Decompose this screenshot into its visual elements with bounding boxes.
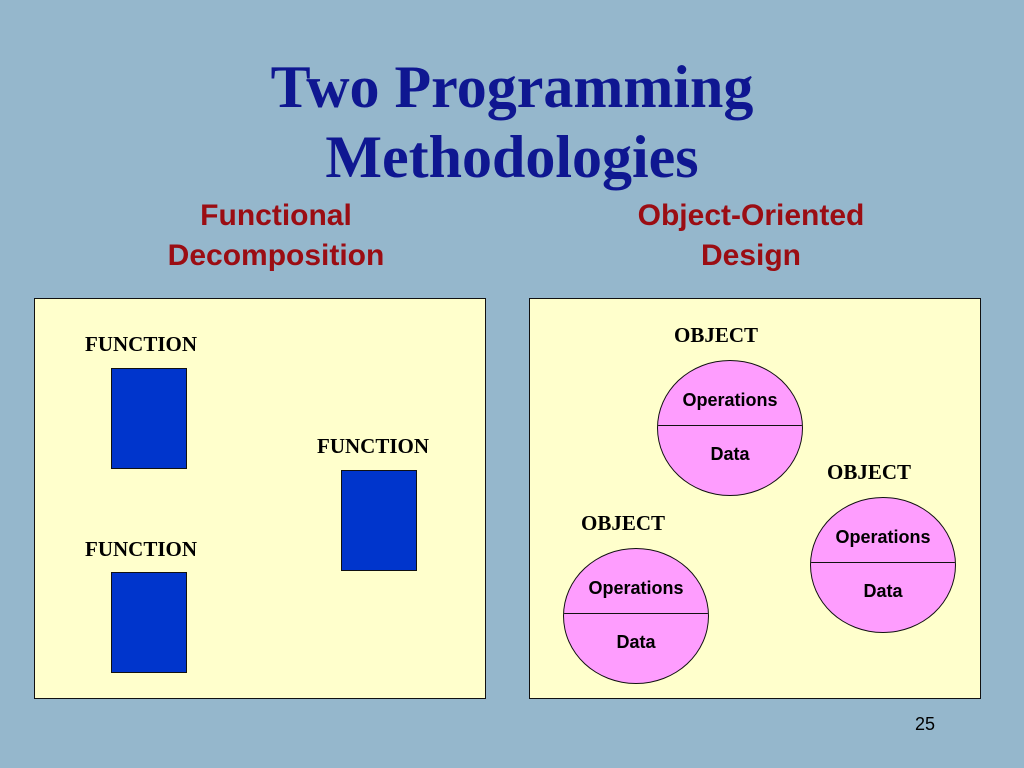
- operations-label: Operations: [588, 578, 684, 598]
- function-box: [111, 572, 187, 673]
- function-label: FUNCTION: [85, 332, 198, 356]
- slide-title: Two Programming Methodologies: [0, 52, 1024, 192]
- object-circle: Operations Data: [810, 497, 956, 633]
- object-divider: [811, 562, 955, 563]
- object-label: OBJECT: [581, 511, 666, 535]
- functional-decomposition-heading: Functional Decomposition: [126, 196, 426, 276]
- object-divider: [658, 425, 802, 426]
- data-label: Data: [863, 581, 903, 601]
- object-divider: [564, 613, 708, 614]
- functional-decomposition-heading-line-2: Decomposition: [167, 239, 385, 272]
- object-oriented-design-panel: OBJECT Operations Data OBJECT Operations…: [529, 298, 981, 699]
- object-label: OBJECT: [674, 323, 759, 347]
- data-label: Data: [616, 632, 656, 652]
- object-oriented-design-heading-line-2: Design: [700, 239, 802, 272]
- object-circle: Operations Data: [563, 548, 709, 684]
- slide-title-line-1: Two Programming: [270, 54, 754, 120]
- object-oriented-design-heading-line-1: Object-Oriented: [637, 199, 865, 232]
- function-box: [111, 368, 187, 469]
- functional-decomposition-panel: FUNCTION FUNCTION FUNCTION: [34, 298, 486, 699]
- function-box: [341, 470, 417, 571]
- page-number: 25: [914, 714, 936, 734]
- operations-label: Operations: [835, 527, 931, 547]
- functional-decomposition-heading-line-1: Functional: [200, 199, 352, 232]
- function-label: FUNCTION: [85, 537, 198, 561]
- object-circle: Operations Data: [657, 360, 803, 496]
- object-label: OBJECT: [827, 460, 912, 484]
- operations-label: Operations: [682, 390, 778, 410]
- data-label: Data: [710, 444, 750, 464]
- function-label: FUNCTION: [317, 434, 430, 458]
- slide-title-line-2: Methodologies: [325, 124, 699, 190]
- object-oriented-design-heading: Object-Oriented Design: [576, 196, 926, 276]
